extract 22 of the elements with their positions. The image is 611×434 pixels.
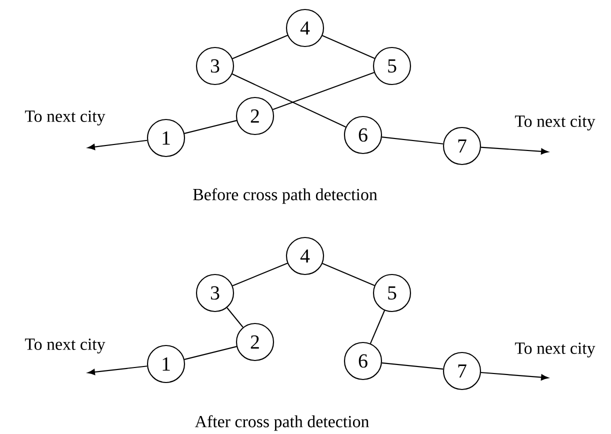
panel-caption: After cross path detection <box>194 415 369 431</box>
direction-label: To next city <box>515 116 596 130</box>
path-line <box>382 362 444 370</box>
arrow <box>480 372 548 380</box>
path-line <box>272 72 374 110</box>
panel-caption: Before cross path detection <box>193 188 378 204</box>
path-line <box>184 120 237 134</box>
path-line <box>322 35 375 59</box>
direction-label: To next city <box>25 338 106 354</box>
path-line <box>184 346 237 360</box>
arrow <box>88 366 148 376</box>
path-line <box>232 262 288 286</box>
direction-label: To next city <box>25 110 106 126</box>
arrow <box>88 140 148 150</box>
arrow <box>480 146 548 154</box>
direction-label: To next city <box>515 342 596 358</box>
path-line <box>226 307 244 328</box>
path-line <box>232 74 346 128</box>
path-line <box>382 136 444 144</box>
path-line <box>370 310 386 344</box>
path-line <box>322 262 375 286</box>
path-line <box>232 34 288 60</box>
